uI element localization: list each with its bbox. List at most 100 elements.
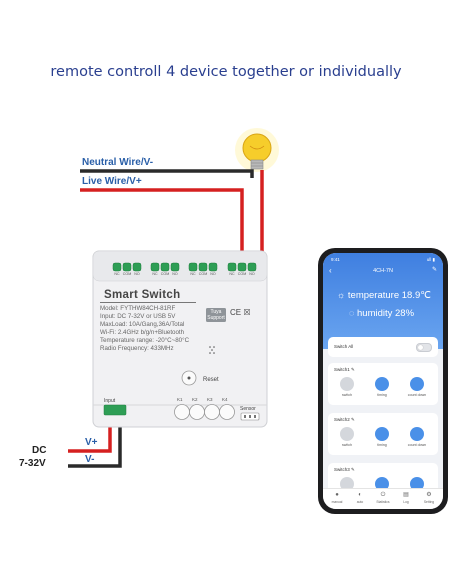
dc-negative-wire — [68, 412, 122, 468]
terminal-strip — [92, 250, 268, 282]
tab-log[interactable]: ▤ Log — [396, 491, 416, 504]
auto-icon: ◐ — [358, 492, 362, 498]
relay-labels: K1 K2 K3 K4 — [176, 397, 236, 403]
terminal-label: NC — [152, 272, 158, 276]
power-button[interactable] — [340, 477, 354, 491]
terminal-label: NC — [114, 272, 120, 276]
app-header: 9:41 ull ▮ ‹ 4CH-7N ✎ ☼ temperature 18.9… — [323, 253, 443, 349]
switch-card-1: Switch1 ✎ switch timing count down — [328, 363, 438, 405]
back-icon[interactable]: ‹ — [329, 266, 332, 275]
terminal-label: COM — [237, 272, 247, 276]
device-title: Smart Switch — [104, 289, 181, 301]
control-label: switch — [342, 393, 352, 397]
status-signal: ull ▮ — [426, 257, 435, 262]
dc-label: DC — [32, 445, 47, 456]
neutral-wire — [80, 169, 254, 178]
tab-manual[interactable]: ● manual — [327, 491, 347, 504]
relay-label: K3 — [207, 397, 213, 402]
terminal-label: NO — [172, 272, 178, 276]
control-label: count down — [407, 393, 427, 397]
thermometer-icon: ☼ — [337, 290, 346, 300]
tuya-badge — [206, 308, 226, 322]
badge-line: Support — [207, 315, 225, 321]
relay-buttons — [174, 404, 235, 420]
switch-all-card[interactable]: Switch All — [328, 337, 438, 357]
edit-icon[interactable]: ✎ — [431, 267, 437, 273]
humidity-readout: humidity 28% — [357, 308, 415, 319]
spec-line: Input: DC 7-32V or USB 5V — [100, 313, 176, 320]
tab-label: Log — [403, 500, 409, 504]
vplus-label: V+ — [85, 437, 98, 448]
log-icon: ▤ — [403, 492, 409, 498]
tab-label: auto — [356, 500, 364, 504]
spec-line: Wi-Fi: 2.4GHz b/g/n+Bluetooth — [100, 329, 185, 336]
input-terminal — [103, 404, 127, 416]
headline: remote controll 4 device together or ind… — [50, 64, 402, 80]
switch-card-2: Switch2 ✎ switch timing count down — [328, 413, 438, 455]
status-time: 9:41 — [331, 257, 340, 262]
control-label: count down — [407, 443, 427, 447]
tuya-badge-text: Tuya Support — [207, 309, 225, 321]
relay-label: K1 — [177, 397, 183, 402]
timing-button[interactable] — [375, 377, 389, 391]
tab-label: Setting — [423, 500, 435, 504]
tab-setting[interactable]: ⚙ Setting — [419, 491, 439, 504]
timing-button[interactable] — [375, 477, 389, 491]
control-label: switch — [342, 443, 352, 447]
tab-label: Statistics — [376, 500, 390, 504]
bulb-base — [250, 159, 264, 170]
dc-voltage-label: 7-32V — [19, 458, 46, 469]
spec-line: MaxLoad: 10A/Gang,36A/Total — [100, 321, 185, 328]
light-bulb-icon — [242, 133, 272, 163]
sensor-label: Sensor — [240, 406, 256, 412]
relay-label: K2 — [192, 397, 198, 402]
control-label: timing — [377, 443, 387, 447]
terminal-label: COM — [198, 272, 208, 276]
terminal-label: NO — [210, 272, 216, 276]
spec-line: Temperature range: -20°C~80°C — [100, 337, 190, 344]
tab-statistics[interactable]: ⏻ Statistics — [373, 491, 393, 504]
terminal-label: NO — [249, 272, 255, 276]
neutral-wire-label: Neutral Wire/V- — [82, 157, 154, 168]
terminal-labels: NC COM NO NC COM NO NC COM NO NC COM NO — [110, 272, 260, 278]
switch-all-toggle[interactable] — [416, 343, 432, 352]
countdown-button[interactable] — [410, 427, 424, 441]
tab-bar: ● manual ◐ auto ⏻ Statistics ▤ Log ⚙ Setting — [323, 488, 443, 509]
timing-button[interactable] — [375, 427, 389, 441]
terminal-label: NC — [229, 272, 235, 276]
live-wire — [80, 188, 244, 265]
spec-line: Radio Frequency: 433MHz — [100, 345, 174, 352]
power-button[interactable] — [340, 427, 354, 441]
badge-line: Tuya — [210, 309, 222, 315]
tab-auto[interactable]: ◐ auto — [350, 491, 370, 504]
terminal-block — [112, 262, 257, 272]
hand-icon: ● — [335, 492, 339, 498]
device-name: 4CH-7N — [373, 268, 393, 274]
live-wire-label: Live Wire/V+ — [82, 176, 142, 187]
reset-label: Reset — [203, 377, 219, 383]
countdown-button[interactable] — [410, 377, 424, 391]
buzzer-holes — [209, 346, 215, 354]
switch-title: Switch1 ✎ — [334, 367, 355, 372]
cert-marks: CE ☒ — [230, 308, 251, 317]
switch-all-label: Switch All — [334, 344, 354, 349]
switch-title: Switch2 ✎ — [334, 417, 355, 422]
vminus-label: V- — [85, 454, 95, 465]
power-icon: ⏻ — [380, 492, 386, 498]
countdown-button[interactable] — [410, 477, 424, 491]
control-label: timing — [377, 393, 387, 397]
input-label: Input — [104, 398, 116, 404]
terminal-label: NC — [190, 272, 196, 276]
spec-line: Model: FYTHW84CH-81RF — [100, 305, 176, 312]
power-button[interactable] — [340, 377, 354, 391]
terminal-label: COM — [122, 272, 132, 276]
terminal-label: COM — [160, 272, 170, 276]
temperature-readout: temperature 18.9℃ — [347, 290, 431, 301]
switch-title: Switch3 ✎ — [334, 467, 355, 472]
tab-label: manual — [331, 500, 343, 504]
relay-label: K4 — [222, 397, 228, 402]
terminal-label: NO — [134, 272, 140, 276]
gear-icon: ⚙ — [426, 492, 432, 498]
humidity-icon: ◌ — [349, 308, 355, 318]
